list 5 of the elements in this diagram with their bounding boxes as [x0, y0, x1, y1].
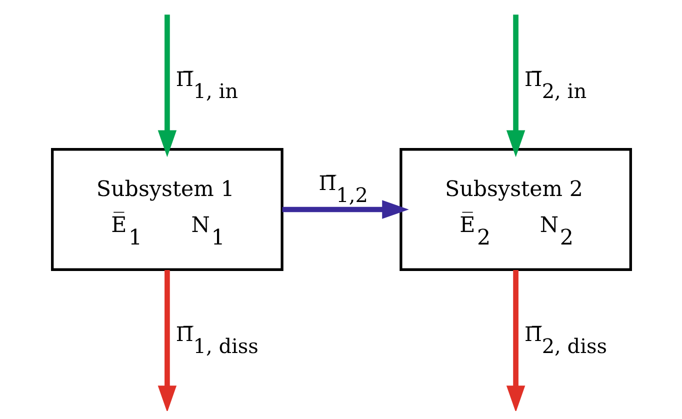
arrow [157, 270, 176, 411]
arrow [506, 270, 525, 411]
arrow [282, 200, 408, 219]
arrow [157, 14, 176, 158]
arrow [506, 14, 525, 158]
